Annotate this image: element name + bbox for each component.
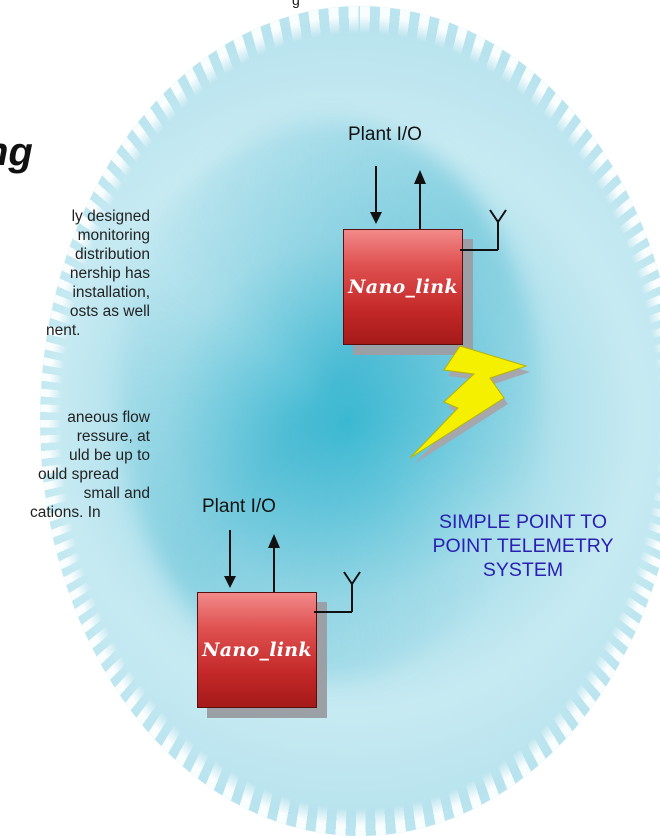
antenna-icon: [314, 571, 361, 613]
antenna-icon: [460, 209, 507, 251]
plant-io-label: Plant I/O: [348, 124, 422, 145]
io-arrows: [224, 530, 280, 594]
swirl-serrated-edge: [40, 6, 660, 836]
paragraph-line: nership has: [69, 265, 150, 282]
nano-link-unit: Nano_link: [343, 229, 463, 345]
nano-link-label: Nano_link: [348, 276, 458, 298]
nano-link-label: Nano_link: [202, 639, 312, 661]
arrow-up-icon: [414, 170, 426, 230]
lightning-bolt-icon: [409, 345, 530, 464]
paragraph-2: aneous flow ressure, at uld be up to oul…: [0, 408, 150, 522]
paragraph-line: ressure, at: [76, 428, 150, 445]
paragraph-line: distribution: [75, 246, 150, 263]
arrow-up-icon: [268, 534, 280, 594]
paragraph-line: ly designed: [71, 208, 150, 225]
paragraph-line: installation,: [72, 284, 150, 301]
paragraph-line: ould spread: [38, 466, 120, 483]
arrow-down-icon: [370, 166, 382, 224]
paragraph-line: monitoring: [77, 227, 150, 244]
arrow-down-icon: [224, 530, 236, 588]
nano-link-unit: Nano_link: [197, 592, 317, 708]
paragraph-line: osts as well: [69, 303, 150, 320]
paragraph-1: ly designed monitoring distribution ners…: [0, 207, 150, 340]
telemetry-caption: SIMPLE POINT TO POINT TELEMETRY SYSTEM: [432, 511, 614, 581]
plant-io-label: Plant I/O: [202, 496, 276, 517]
io-arrows: [370, 166, 426, 230]
paragraph-line: small and: [83, 485, 150, 502]
section-heading: ng: [0, 130, 33, 174]
paragraph-line: uld be up to: [68, 447, 150, 464]
top-text-fragment: g: [292, 0, 300, 8]
paragraph-line: nent.: [46, 322, 81, 339]
paragraph-line: aneous flow: [67, 409, 150, 426]
paragraph-line: cations. In: [30, 504, 101, 521]
